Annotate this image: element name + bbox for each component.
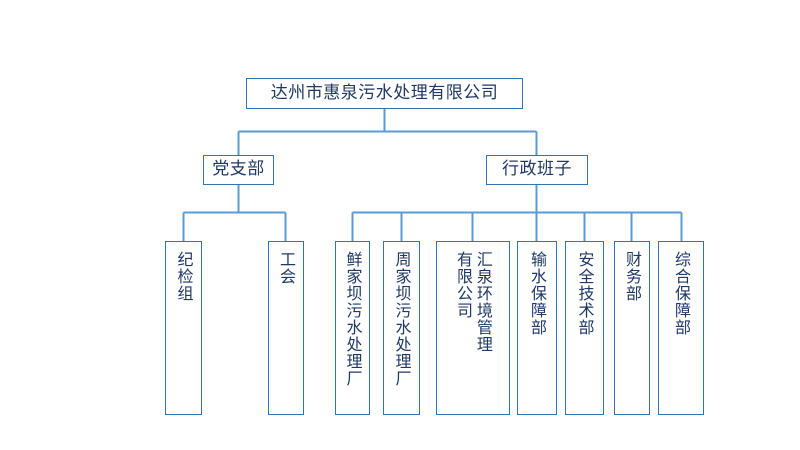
node-plant-zhoujiaba[interactable]: 周家坝污水处理厂: [383, 241, 420, 415]
node-discipline-group-label: 纪检组: [174, 251, 194, 302]
node-labor-union-label: 工会: [276, 251, 296, 285]
node-labor-union[interactable]: 工会: [268, 241, 304, 415]
node-huiquan-environment[interactable]: 汇泉环境管理 有限公司: [436, 241, 510, 415]
node-party-branch[interactable]: 党支部: [203, 155, 274, 185]
node-admin-team[interactable]: 行政班子: [486, 155, 588, 185]
node-general-support-dept-label: 综合保障部: [671, 251, 691, 336]
node-party-branch-label: 党支部: [212, 159, 265, 180]
node-admin-team-label: 行政班子: [502, 159, 572, 180]
node-plant-zhoujiaba-label: 周家坝污水处理厂: [392, 251, 412, 387]
node-huiquan-environment-label-col2: 有限公司: [454, 251, 473, 319]
node-safety-technology-dept[interactable]: 安全技术部: [565, 241, 604, 415]
node-finance-dept[interactable]: 财务部: [614, 241, 650, 415]
node-root-label: 达州市惠泉污水处理有限公司: [270, 82, 499, 103]
node-huiquan-environment-label-col1: 汇泉环境管理: [473, 251, 493, 353]
node-plant-xianjiaba[interactable]: 鲜家坝污水处理厂: [335, 241, 370, 415]
node-plant-xianjiaba-label: 鲜家坝污水处理厂: [343, 251, 363, 387]
node-finance-dept-label: 财务部: [622, 251, 642, 302]
node-safety-technology-dept-label: 安全技术部: [575, 251, 595, 336]
node-root[interactable]: 达州市惠泉污水处理有限公司: [246, 78, 523, 109]
node-discipline-group[interactable]: 纪检组: [165, 241, 202, 415]
node-general-support-dept[interactable]: 综合保障部: [658, 241, 704, 415]
node-water-transport-dept[interactable]: 输水保障部: [517, 241, 557, 415]
node-water-transport-dept-label: 输水保障部: [527, 251, 547, 336]
